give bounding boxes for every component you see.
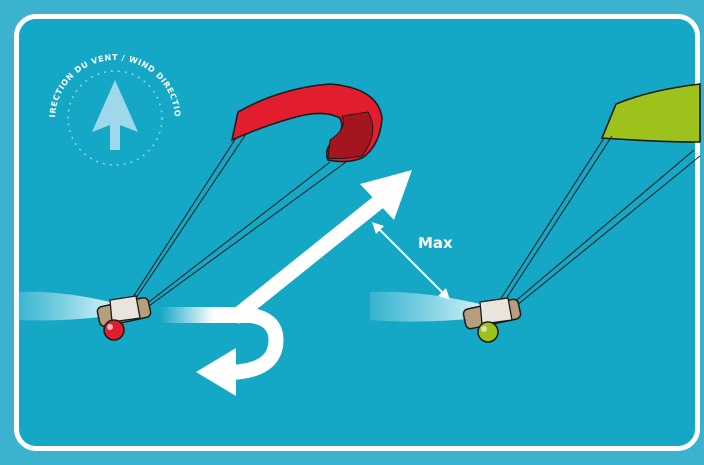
compass-ring — [67, 70, 163, 166]
route-arrow — [160, 170, 412, 396]
right-kite — [600, 83, 701, 143]
compass-arrow-icon — [92, 80, 138, 150]
route-turn — [220, 307, 284, 380]
illustration-panel — [14, 14, 700, 451]
right-kitesurfer — [370, 83, 701, 343]
left-water-spray — [16, 291, 110, 321]
right-kite-lines — [499, 135, 701, 307]
right-water-spray — [370, 291, 480, 322]
route-upwind-line — [229, 190, 391, 324]
route-turn-arrowhead — [196, 348, 236, 396]
left-rider-icon — [96, 295, 152, 341]
max-annotation: Max — [372, 222, 453, 300]
right-rider-icon — [462, 297, 522, 343]
double-arrow-icon — [377, 227, 445, 295]
left-kite-lines — [125, 133, 347, 315]
left-kite-shade — [327, 111, 374, 160]
compass-label: DIRECTION DU VENT / WIND DIRECTION — [0, 0, 182, 118]
left-kitesurfer — [16, 83, 383, 341]
route-fade-trail — [160, 307, 250, 323]
max-label: Max — [418, 234, 453, 252]
wind-compass: DIRECTION DU VENT / WIND DIRECTION — [0, 0, 182, 166]
route-upwind-arrowhead — [360, 170, 412, 220]
